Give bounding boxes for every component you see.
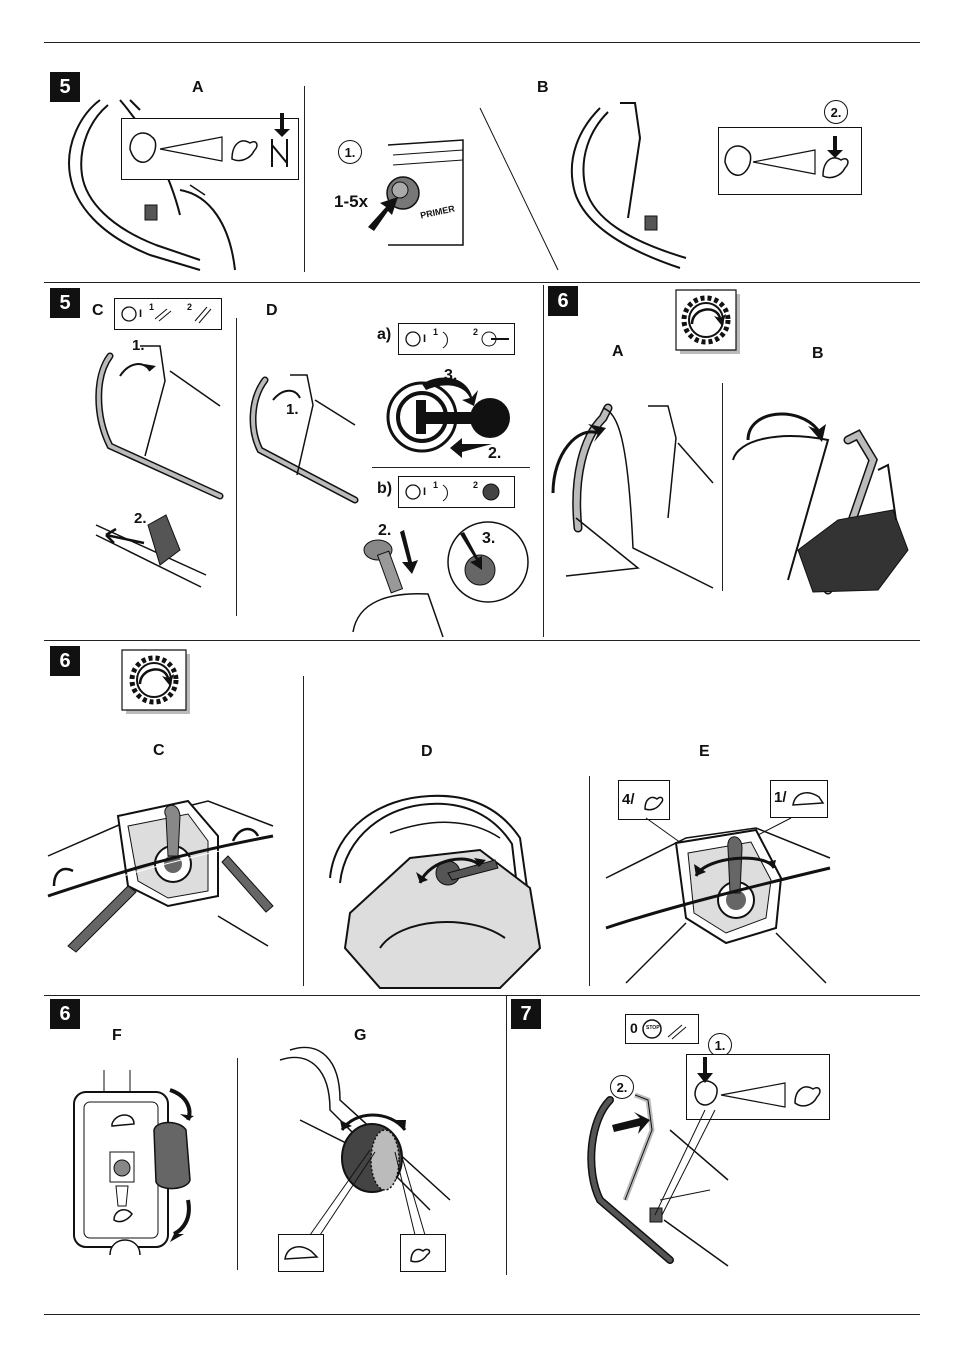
label-B: B [812, 345, 824, 362]
icon-strip-2: 2 [187, 302, 193, 312]
section-rule-3 [44, 995, 920, 996]
divider [506, 995, 507, 1275]
step-callout-2: 2. [134, 510, 147, 527]
fast-speed-box [618, 780, 670, 820]
handle-fold-illustration-b [728, 400, 913, 595]
speed-lever-illustration-d [320, 788, 548, 988]
primer-count: 1-5x [334, 192, 369, 211]
callout-1: 1. [708, 1033, 732, 1057]
icon-strip-a: I 1 2 [398, 323, 515, 355]
step-number-6: 6 [548, 286, 578, 316]
icon-strip-1: 1 [149, 302, 155, 312]
icon-strip-I: I [139, 308, 143, 320]
step-number-7: 7 [511, 999, 541, 1029]
throttle-callout-box-b [718, 127, 862, 195]
slow-speed-box [278, 1234, 324, 1272]
step-callout-2: 2. [488, 445, 502, 462]
label-D: D [266, 302, 278, 319]
section-rule-2 [44, 640, 920, 641]
step-callout-1: 1. [286, 401, 299, 418]
step-number-5: 5 [50, 72, 80, 102]
icon-strip-2: 2 [473, 480, 479, 490]
speed-knob-illustration-f [70, 1070, 194, 1255]
step-callout-3: 3. [444, 367, 458, 384]
divider [304, 86, 305, 272]
label-A: A [612, 343, 624, 360]
icon-strip-I: I [423, 486, 427, 498]
key-insert-illustration [348, 522, 530, 637]
label-B: B [537, 79, 549, 96]
handle-fold-illustration-a [548, 398, 716, 590]
step-callout-2: 2. [378, 522, 392, 539]
label-A: A [192, 79, 204, 96]
section-rule-1 [44, 282, 920, 283]
label-D: D [421, 743, 433, 760]
callout-2: 2. [610, 1075, 634, 1099]
divider [543, 285, 544, 637]
throttle-callout-box-7 [686, 1054, 830, 1120]
label-E: E [699, 743, 710, 760]
icon-strip-1: 1 [433, 327, 439, 337]
handle-lever-illustration [90, 336, 230, 501]
divider [722, 383, 723, 591]
step-callout-1: 1. [132, 337, 145, 354]
gear-rotate-icon [122, 650, 190, 714]
divider [236, 318, 237, 616]
label-C: C [153, 742, 165, 759]
step-callout-3: 3. [482, 530, 496, 547]
key-switch-illustration [382, 377, 510, 458]
mower-handle-illustration-b [560, 98, 710, 273]
icon-strip-b: I 1 2 [398, 476, 515, 508]
leader-lines [300, 1140, 430, 1240]
slow-speed-label: 1/ [774, 789, 787, 806]
primer-illustration [368, 135, 468, 250]
label-C: C [92, 302, 104, 319]
speed-knob-illustration-g [280, 1040, 450, 1215]
label-G: G [354, 1027, 367, 1044]
divider [237, 1058, 238, 1270]
sub-label-a: a) [377, 326, 392, 343]
icon-strip-1: 1 [433, 480, 439, 490]
label-F: F [112, 1027, 122, 1044]
fast-speed-label: 4/ [622, 791, 635, 808]
stop-zero: 0 [630, 1020, 638, 1036]
gear-rotate-icon [676, 290, 740, 354]
step-number-6: 6 [50, 646, 80, 676]
top-rule [44, 42, 920, 43]
icon-strip-I: I [423, 333, 427, 345]
leader-lines [650, 1110, 720, 1220]
step-number-6: 6 [50, 999, 80, 1029]
icon-strip-c: I 1 2 [114, 298, 222, 330]
lever-pull-illustration [96, 505, 206, 590]
divider [303, 676, 304, 986]
throttle-callout-box [121, 113, 299, 180]
sub-label-b: b) [377, 480, 393, 497]
speed-lever-illustration-c [48, 796, 273, 951]
divider [589, 776, 590, 986]
diagonal-divider [480, 108, 560, 273]
step-number-5: 5 [50, 288, 80, 318]
callout-2: 2. [824, 100, 848, 124]
handle-lever-illustration-d [245, 370, 365, 505]
bottom-rule [44, 1314, 920, 1315]
fast-speed-box [400, 1234, 446, 1272]
speed-lever-illustration-e [606, 818, 830, 988]
stop-icon-box: 0 STOP [625, 1014, 699, 1044]
icon-strip-2: 2 [473, 327, 479, 337]
divider [372, 467, 530, 468]
callout-1: 1. [338, 140, 362, 164]
stop-word: STOP [646, 1025, 660, 1031]
handle-release-illustration [580, 1090, 728, 1270]
slow-speed-box [770, 780, 828, 818]
